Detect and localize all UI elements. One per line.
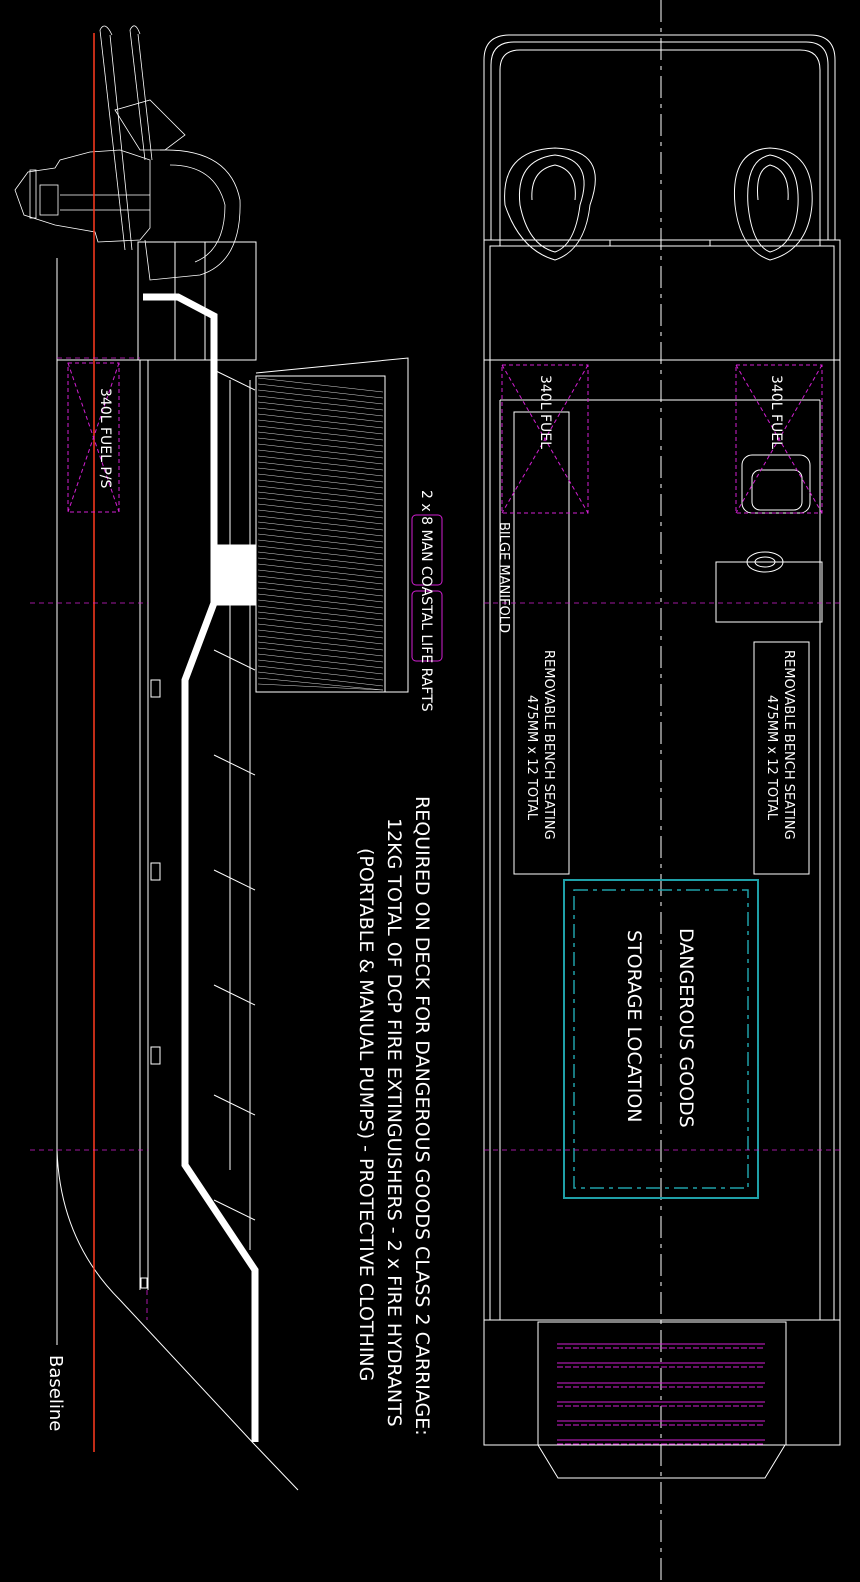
anchor-locker-lines (557, 1343, 765, 1445)
hatch-line (257, 521, 384, 537)
hatch-line (257, 551, 384, 567)
hatch-line (257, 497, 384, 513)
fuel-tank-side (67, 362, 120, 513)
helm-station (715, 454, 823, 623)
bench-stbd-label1: REMOVABLE BENCH SEATING (781, 650, 796, 840)
hatch-line (257, 479, 384, 495)
transom-bracket (483, 34, 836, 240)
fuel-port-label: 340L FUEL (537, 375, 553, 449)
hatch-line (257, 569, 384, 585)
hatch-line (257, 383, 384, 399)
hatch-line (257, 683, 384, 691)
hatch-line (257, 431, 384, 447)
liferaft-cradle (255, 357, 409, 693)
outboard-motor-plan (499, 147, 821, 261)
hatch-line (257, 641, 384, 657)
side-profile (56, 241, 299, 1491)
plan-view (483, 34, 841, 1479)
bench-port (513, 411, 570, 875)
hatch-line (257, 509, 384, 525)
fuel-stbd-label: 340L FUEL (768, 375, 784, 449)
hatch-line (257, 605, 384, 621)
porthole (150, 679, 161, 698)
porthole (150, 1046, 161, 1065)
required-note-line1: REQUIRED ON DECK FOR DANGEROUS GOODS CLA… (411, 796, 433, 1436)
hatch-line (257, 629, 384, 645)
hatch-line (257, 539, 384, 555)
hatch-line (257, 473, 384, 489)
hatch-line (257, 611, 384, 627)
bench-port-label2: 475MM x 12 TOTAL (524, 695, 539, 821)
hatch-line (257, 665, 384, 681)
hatch-line (257, 377, 384, 393)
hatch-line (257, 533, 384, 549)
hatch-line (257, 623, 384, 639)
hatch-line (257, 413, 384, 429)
cabin-roofline (143, 293, 259, 1442)
liferaft-label-boxes (411, 514, 443, 662)
hatch-line (257, 515, 384, 531)
hatch-line (257, 587, 384, 603)
hatch-line (257, 425, 384, 441)
hatch-line (257, 527, 384, 543)
dg-storage-zone (563, 879, 759, 1199)
hatch-line (257, 407, 384, 423)
hatch-line (257, 557, 384, 573)
fuel-ps-label: 340L FUEL P/S (97, 388, 113, 489)
hatch-line (257, 401, 384, 417)
required-note-line2: 12KG TOTAL OF DCP FIRE EXTINGUISHERS - 2… (383, 818, 405, 1427)
hull-outline (56, 258, 299, 1491)
hatch-line (257, 467, 384, 483)
baseline-label: Baseline (45, 1355, 66, 1431)
fuel-tanks-plan (501, 364, 823, 514)
bench-stbd-label2: 475MM x 12 TOTAL (764, 695, 779, 821)
bench-port-label1: REMOVABLE BENCH SEATING (541, 650, 556, 840)
porthole (150, 862, 161, 881)
hatch-line (257, 581, 384, 597)
liferaft-label: 2 x 8 MAN COASTAL LIFE RAFTS (418, 490, 434, 712)
hatch-line (257, 677, 384, 691)
hatch-line (257, 617, 384, 633)
hatch-line (257, 485, 384, 501)
dg-label-line1: DANGEROUS GOODS (675, 928, 697, 1128)
liferaft-hatching (257, 377, 384, 691)
dg-label-line2: STORAGE LOCATION (623, 930, 645, 1123)
hatch-line (257, 443, 384, 459)
side-windows (213, 369, 256, 1250)
required-note-line3: (PORTABLE & MANUAL PUMPS) - PROTECTIVE C… (355, 848, 377, 1381)
hatch-line (257, 593, 384, 609)
hatch-line (257, 437, 384, 453)
bench-stbd (753, 641, 810, 875)
hatch-line (257, 389, 384, 405)
hatch-line (257, 455, 384, 471)
hatch-line (257, 659, 384, 675)
hatch-line (257, 671, 384, 687)
hatch-line (257, 395, 384, 411)
hatch-line (257, 461, 384, 477)
hatch-line (257, 653, 384, 669)
hatch-line (257, 419, 384, 435)
bow-plan (483, 1319, 841, 1479)
hatch-line (257, 503, 384, 519)
outboard-motor-side (14, 25, 241, 281)
hatch-line (257, 563, 384, 579)
bilge-manifold-label: BILGE MANIFOLD (496, 522, 511, 633)
hatch-line (257, 545, 384, 561)
hatch-line (257, 449, 384, 465)
hatch-line (257, 599, 384, 615)
transom-box (137, 241, 257, 361)
hatch-line (257, 635, 384, 651)
section-lines-side (30, 357, 148, 1320)
hatch-line (257, 491, 384, 507)
hatch-line (257, 575, 384, 591)
hatch-line (257, 647, 384, 663)
